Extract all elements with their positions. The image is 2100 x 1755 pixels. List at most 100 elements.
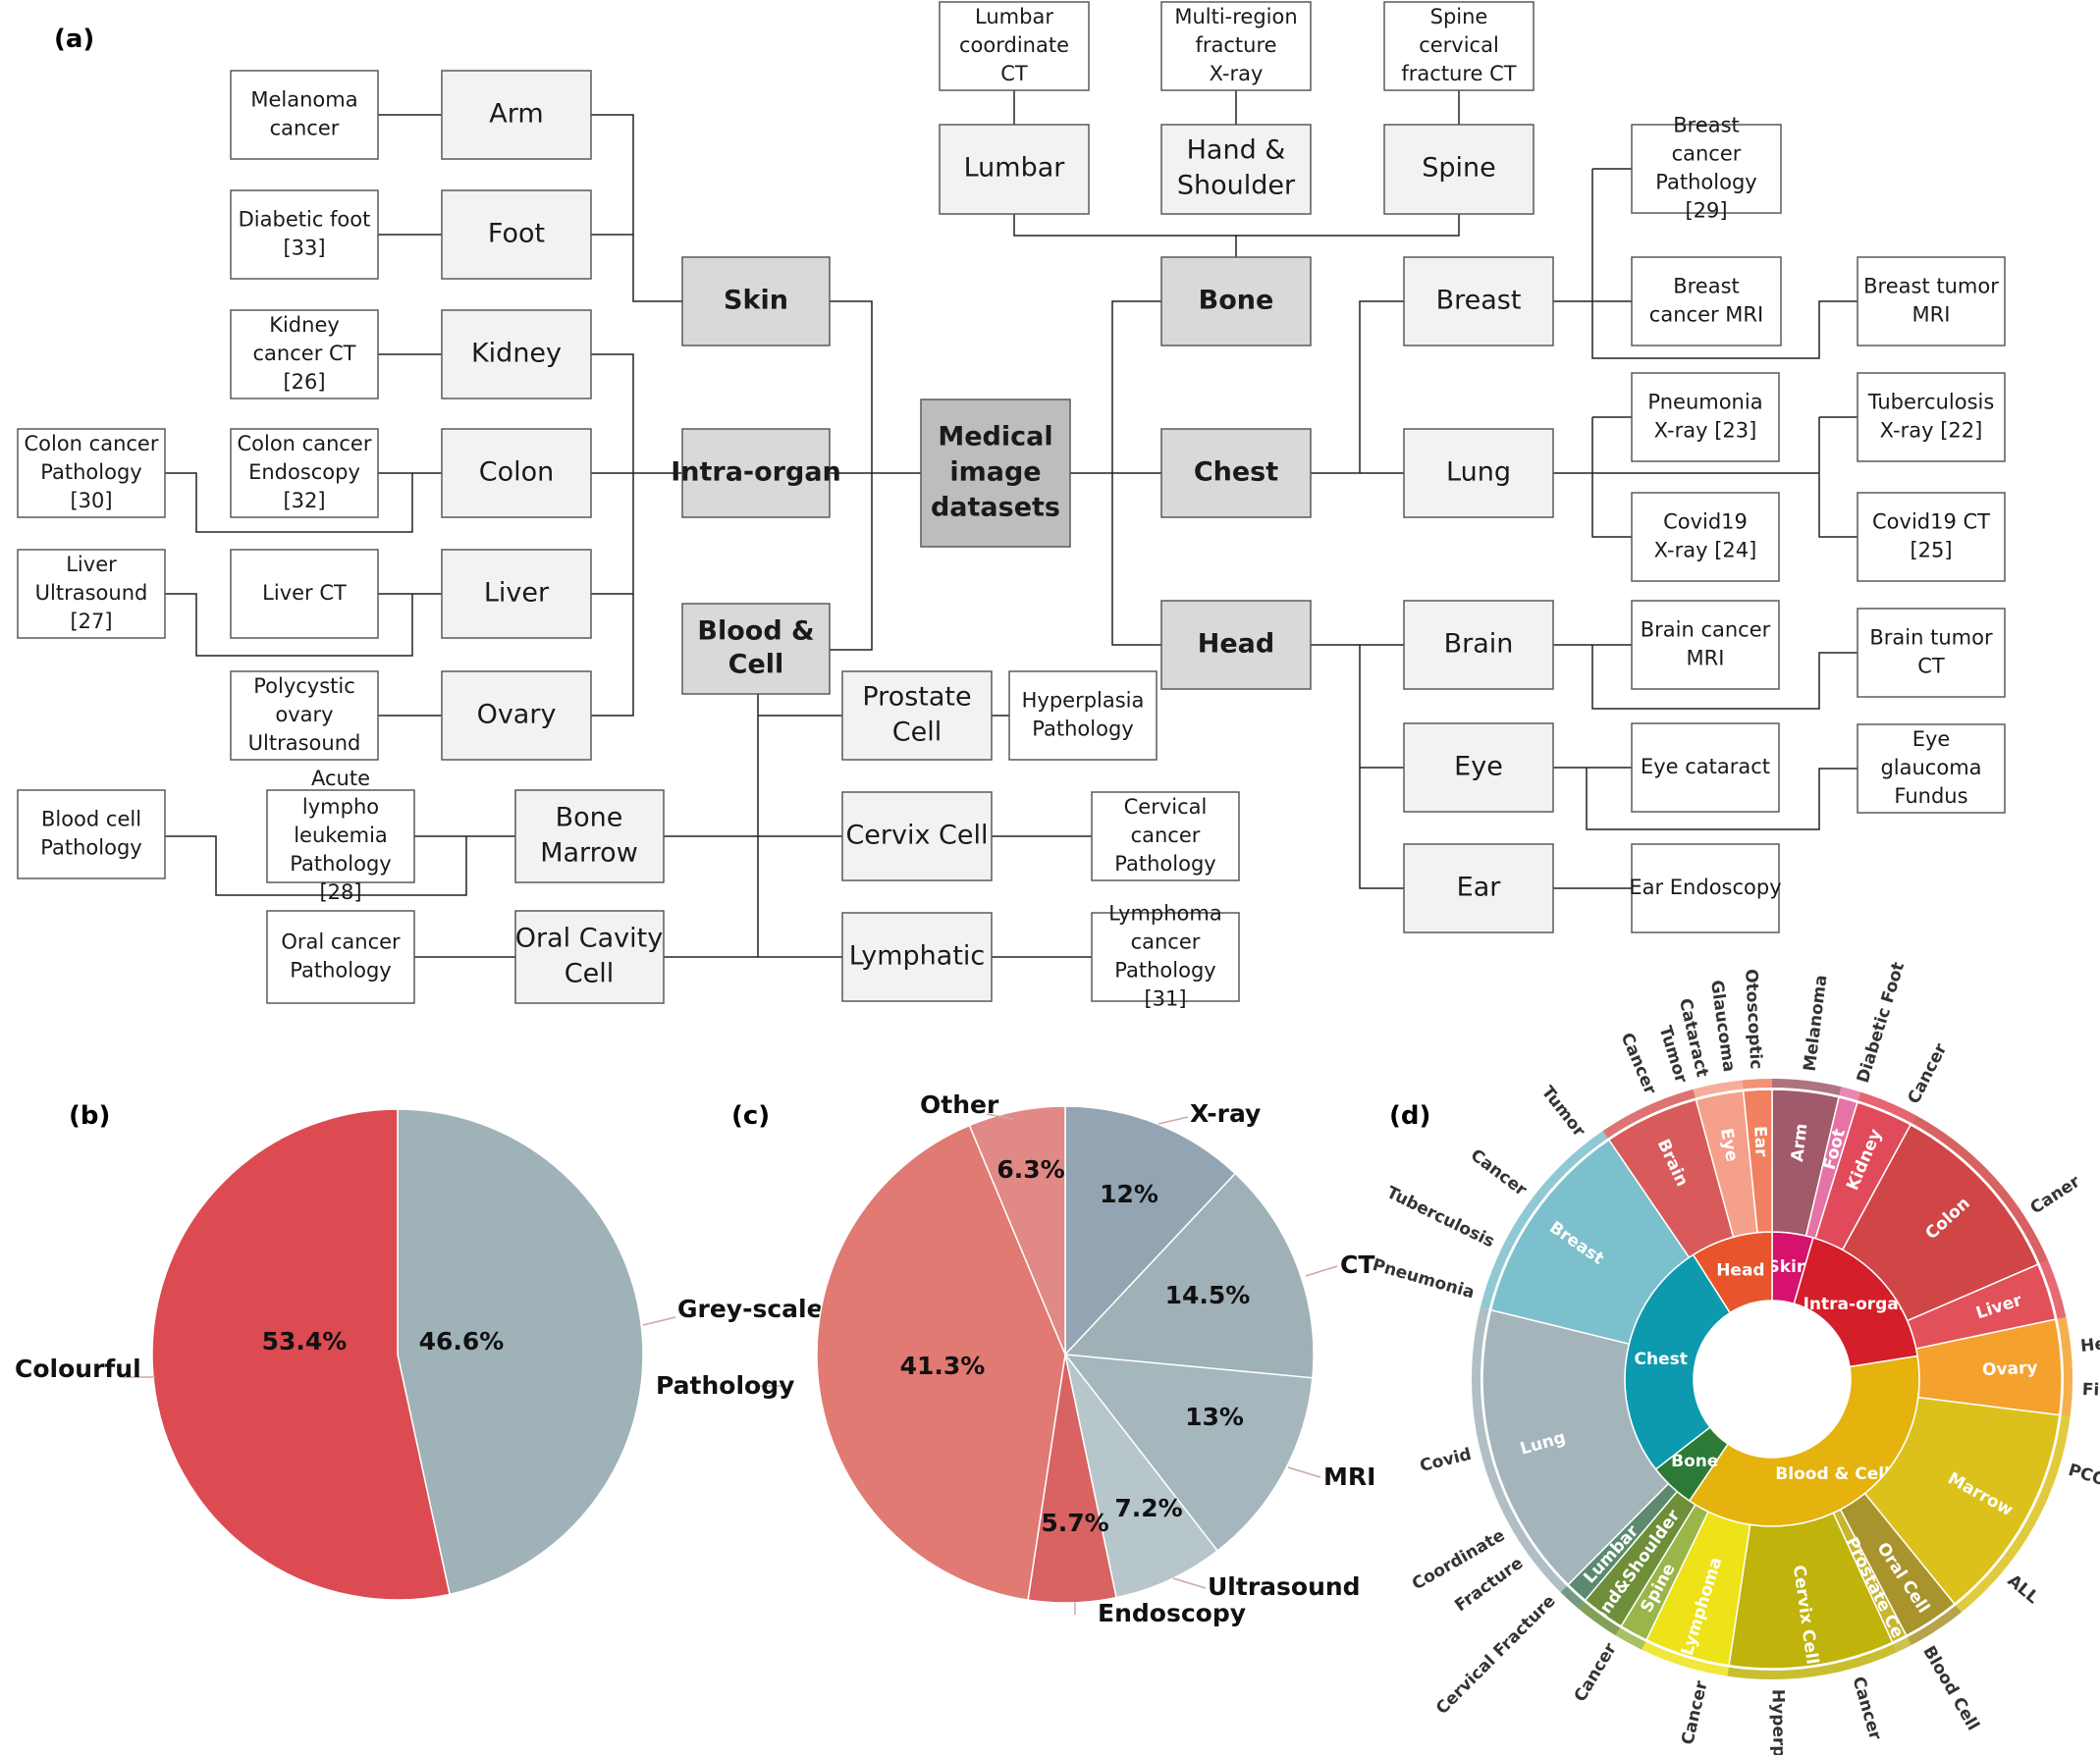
node-label-line: [28] <box>319 880 361 904</box>
node-label-line: cancer MRI <box>1649 303 1763 327</box>
node-foot: Foot <box>441 189 592 280</box>
sunburst-rim <box>1956 1414 2071 1613</box>
pie-slice-label: Ultrasound <box>1208 1572 1361 1601</box>
sunburst-rim <box>1907 1605 1962 1646</box>
sunburst-outer-label: Blood Cell <box>1918 1643 1982 1734</box>
sunburst-outer-label: Melanoma <box>1801 974 1832 1072</box>
node-label-line: Marrow <box>540 838 638 869</box>
svg-text:Eye cataract: Eye cataract <box>1641 755 1770 778</box>
pie-slice-percent: 41.3% <box>900 1352 986 1380</box>
node-label-line: Cervical <box>1124 795 1208 819</box>
node-label-line: X-ray [23] <box>1654 419 1757 443</box>
node-label-line: lympho <box>302 795 379 819</box>
node-label-line: Head <box>1198 629 1274 660</box>
node-diabetic-foot: Diabetic foot[33] <box>230 189 379 280</box>
svg-text:Covid19 CT[25]: Covid19 CT[25] <box>1872 510 1990 562</box>
sunburst-rim <box>1642 1641 1729 1676</box>
node-root: Medical image datasets <box>920 399 1071 548</box>
sunburst-outer-label: Cancer <box>1678 1678 1711 1746</box>
pie-slice <box>1064 1354 1219 1599</box>
panel-label-d: (d) <box>1389 1101 1430 1131</box>
sunburst-rim <box>1858 1091 1916 1124</box>
node-ear: Ear <box>1403 843 1554 933</box>
node-label-line: datasets <box>931 493 1060 523</box>
node-label-line: Ovary <box>477 700 557 730</box>
sunburst-segment-label: Intra-organ <box>1804 1295 1911 1314</box>
sunburst-outer-label: PCOS <box>2066 1461 2100 1494</box>
pie-slice-percent: 14.5% <box>1165 1281 1251 1309</box>
node-lymphatic: Lymphatic <box>841 912 993 1002</box>
node-label-line: Colon <box>479 457 555 488</box>
node-label-line: Breast <box>1436 286 1522 316</box>
node-label-line: Ultrasound <box>35 581 148 605</box>
node-liver: Liver <box>441 549 592 639</box>
sunburst-segment-label: Head <box>1716 1261 1764 1281</box>
sunburst-rim <box>1742 1079 1772 1090</box>
node-label-line: Lumbar <box>964 153 1066 184</box>
node-label-line: Ultrasound <box>248 731 361 755</box>
sunburst-rim <box>1480 1131 1608 1310</box>
svg-text:Eye: Eye <box>1454 752 1503 782</box>
node-label-line: Cell <box>728 650 784 680</box>
node-label-line: image <box>949 457 1041 488</box>
node-cervix-cell: Cervix Cell <box>841 791 993 881</box>
node-label-line: Cell <box>565 959 614 989</box>
node-label: Medical image datasets <box>931 422 1060 523</box>
node-blood-cell: Blood &Cell <box>681 603 831 695</box>
pie-chart-c: 12%X-ray14.5%CT13%MRI7.2%Ultrasound5.7%E… <box>656 1090 1375 1627</box>
node-label-line: Medical <box>938 422 1052 452</box>
pie-leader-line <box>642 1316 676 1326</box>
node-label-line: Brain cancer <box>1641 618 1771 642</box>
node-label-line: Tuberculosis <box>1867 391 1995 414</box>
sunburst-outer-label: Pneumonia <box>1371 1255 1477 1303</box>
node-label-line: Arm <box>489 99 543 130</box>
pie-slice <box>1064 1105 1237 1356</box>
sunburst-segment-label: Chest <box>1635 1350 1688 1369</box>
sunburst-outer-label: Cancer <box>1617 1030 1660 1097</box>
node-ear-endoscopy: Ear Endoscopy <box>1629 843 1782 933</box>
node-label-line: Foot <box>488 219 545 249</box>
sunburst-outer-label: Cervical Fracture <box>1432 1591 1560 1719</box>
pie-slice-percent: 7.2% <box>1114 1494 1182 1522</box>
node-label-line: Oral Cavity <box>515 924 663 954</box>
svg-text:Colon: Colon <box>479 457 555 488</box>
sunburst-segment <box>1489 1139 1691 1346</box>
sunburst-outer-label: ALL <box>2004 1570 2043 1608</box>
node-label-line: CT <box>1917 655 1945 678</box>
pie-slice-label: CT <box>1340 1250 1374 1279</box>
sunburst-center <box>1694 1301 1851 1458</box>
node-covid-ct: Covid19 CT[25] <box>1857 492 2006 582</box>
pie-slice-percent: 46.6% <box>419 1327 505 1356</box>
node-head: Head <box>1160 600 1312 690</box>
node-label-line: Melanoma <box>250 88 357 112</box>
node-label-line: [27] <box>70 610 112 633</box>
pie-leader-line <box>1172 1577 1207 1589</box>
sunburst-rim <box>2039 1259 2067 1319</box>
node-label-line: X-ray <box>1210 62 1264 85</box>
sunburst-outer-label: Hyperplasia <box>1768 1689 1790 1755</box>
node-label-line: [33] <box>283 237 325 260</box>
